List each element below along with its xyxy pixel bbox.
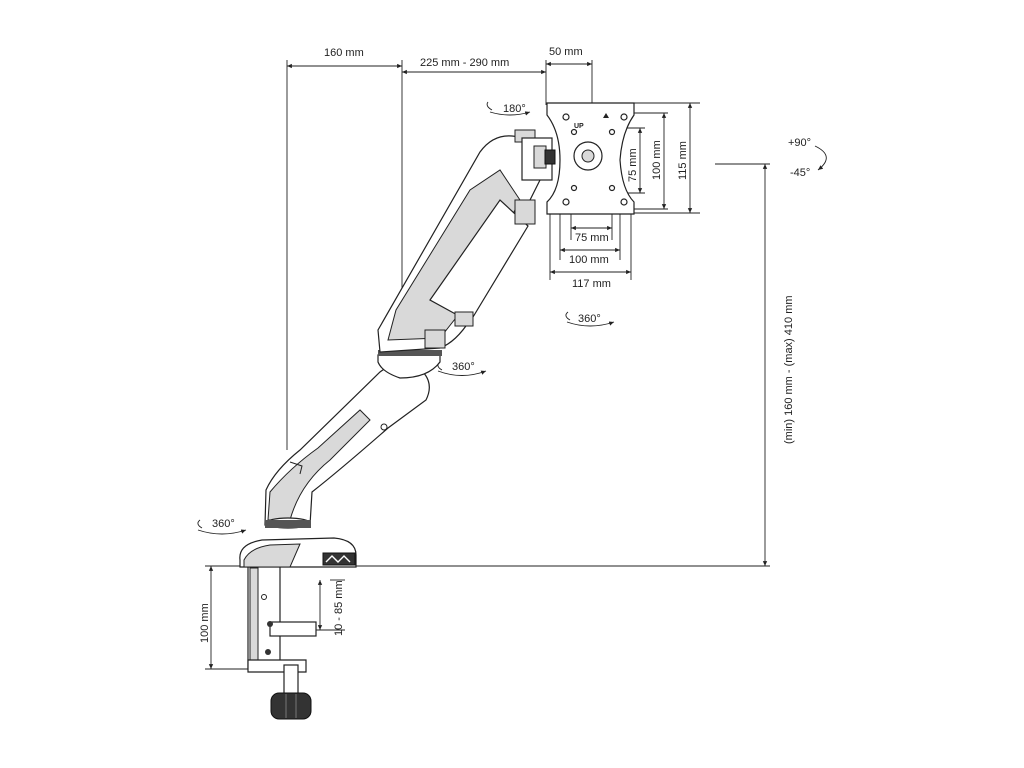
desk-thickness-label: 10 - 85 mm [333,580,345,636]
desk-clamp [247,564,317,720]
height-range-label: (min) 160 mm - (max) 410 mm [783,295,795,444]
tilt-down-label: -45° [790,167,810,179]
plate-width-label: 117 mm [572,278,611,290]
swivel-elbow-label: 360° [452,361,475,373]
vesa-100-width-label: 100 mm [569,254,609,266]
rotation-indicators [197,101,827,535]
arm-reach-label: 225 mm - 290 mm [420,57,509,69]
swivel-head-label: 360° [578,313,601,325]
extension-lines [205,60,770,670]
head-joint [521,137,556,181]
plate-up-label: UP [574,123,584,130]
tilt-up-label: +90° [788,137,811,149]
plate-rotation-label: 180° [503,103,526,115]
clamp-height-label: 100 mm [199,603,211,643]
swivel-base-label: 360° [212,518,235,530]
dimension-labels: 160 mm 225 mm - 290 mm 50 mm 75 mm 100 m… [199,46,811,643]
plate-height-label: 115 mm [677,141,689,180]
vesa-plate: UP [546,102,635,215]
elbow-joint [377,350,442,379]
vesa-75-width-label: 75 mm [575,232,609,244]
vesa-100-height-label: 100 mm [651,140,663,180]
upper-arm [377,129,543,353]
plate-offset-label: 50 mm [549,46,583,58]
base-plate [239,537,357,568]
dimension-arrows [208,61,768,669]
lower-arm [264,362,430,529]
vesa-75-height-label: 75 mm [627,148,639,182]
arm-offset-label: 160 mm [324,47,364,59]
